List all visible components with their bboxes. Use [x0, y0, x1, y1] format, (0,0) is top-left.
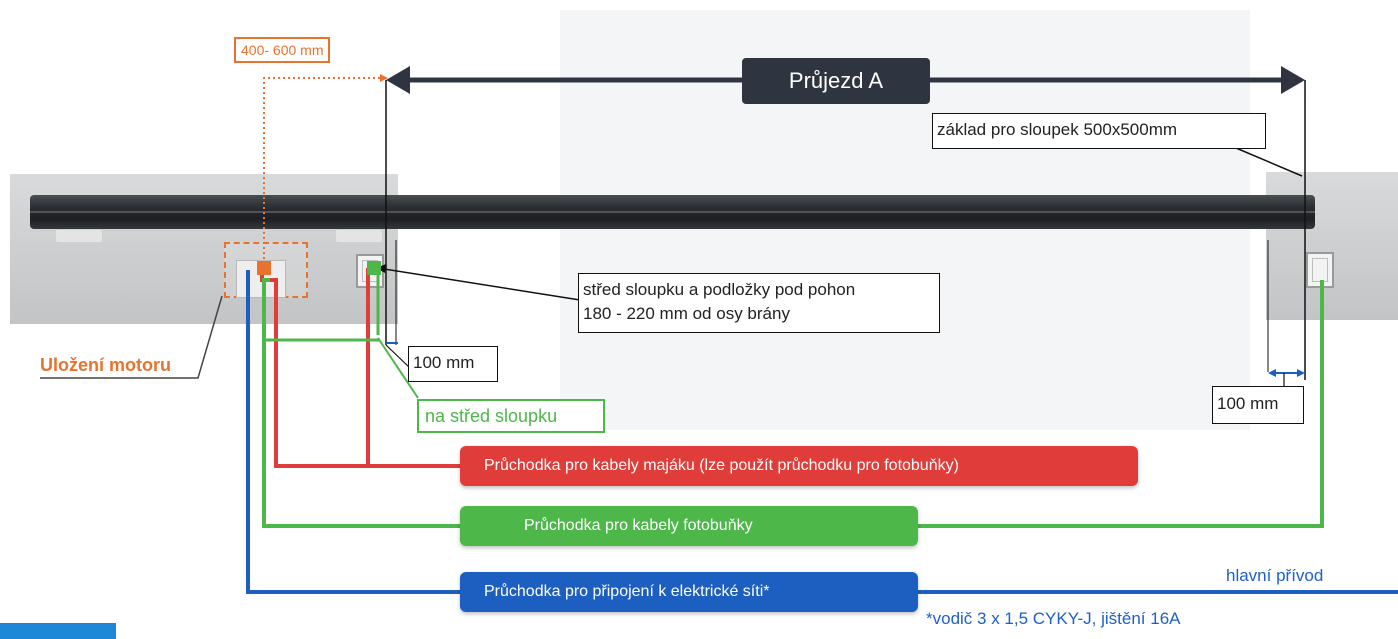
wire-spec-note: *vodič 3 x 1,5 CYKY-J, jištění 16A — [926, 609, 1181, 628]
beacon-cable-conduit-label: Průchodka pro kabely majáku (lze použít … — [460, 446, 1138, 486]
post-center-marker — [367, 261, 381, 275]
corner-block — [0, 623, 116, 639]
post-center-label: střed sloupku a podložky pod pohon 180 -… — [578, 273, 940, 333]
motor-center-marker — [257, 261, 271, 275]
dimension-400-600: 400- 600 mm — [234, 37, 331, 63]
dimension-100-left: 100 mm — [408, 346, 498, 382]
motor-placement-label: Uložení motoru — [40, 355, 171, 375]
rail-clip — [56, 230, 102, 242]
rail-clip — [336, 230, 382, 242]
main-supply-label: hlavní přívod — [1226, 566, 1324, 585]
post-center-label-line2: 180 - 220 mm od osy brány — [583, 304, 790, 323]
dimension-100-right: 100 mm — [1212, 386, 1304, 424]
passage-a-label: Průjezd A — [742, 58, 930, 104]
post-center-label-line1: střed sloupku a podložky pod pohon — [583, 280, 856, 299]
gate-rail-groove — [30, 211, 1315, 213]
mains-conduit-label: Průchodka pro připojení k elektrické sít… — [460, 572, 918, 612]
foundation-label: základ pro sloupek 500x500mm — [932, 113, 1266, 149]
photocell-cable-conduit-label: Průchodka pro kabely fotobuňky — [460, 506, 918, 546]
center-of-post-label: na střed sloupku — [417, 399, 605, 433]
